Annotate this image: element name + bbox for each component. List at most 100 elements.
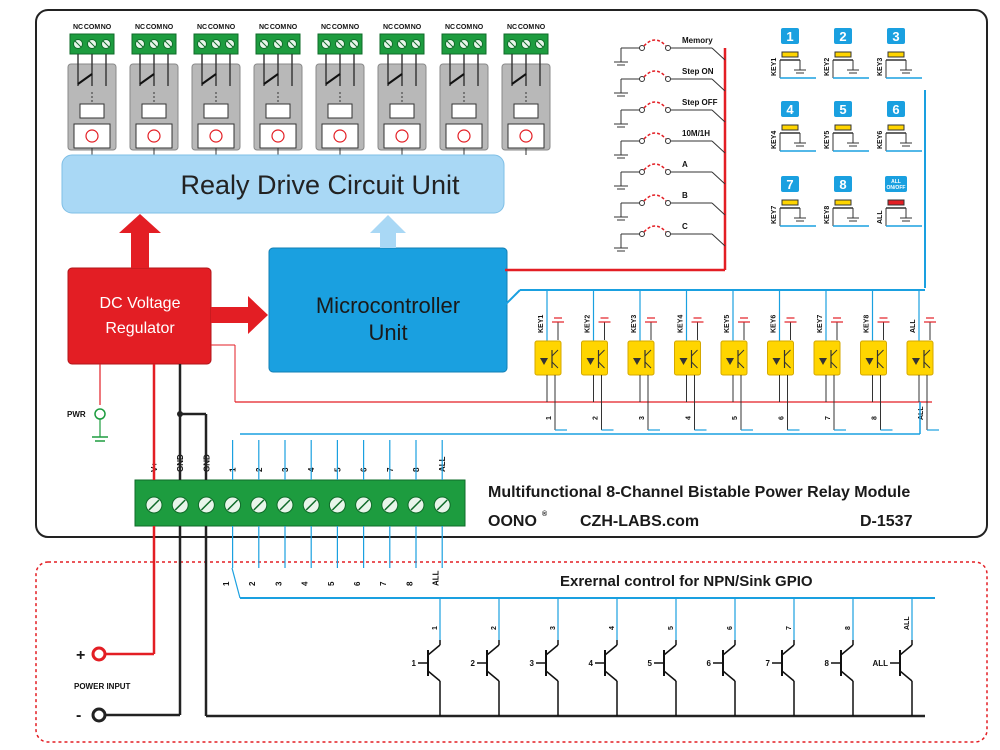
relay-pin-label: NO — [411, 24, 422, 31]
transistor-label: 7 — [766, 659, 771, 668]
relay-screw-slot — [288, 40, 296, 48]
terminal-screw-slot — [331, 499, 343, 511]
key-number-badge — [834, 176, 852, 192]
npn-transistor-icon — [545, 644, 559, 656]
opto-key-label: KEY8 — [864, 315, 871, 333]
transistor-label: ALL — [872, 659, 888, 668]
mode-switch-contact — [665, 76, 671, 82]
relay-coil — [203, 103, 229, 119]
push-button-icon — [887, 124, 905, 131]
external-wire-label: 3 — [274, 581, 283, 586]
npn-transistor-icon — [545, 670, 559, 682]
model-label: D-1537 — [860, 513, 913, 530]
transistor-collector-label: 1 — [432, 626, 439, 630]
opto-led-icon — [819, 358, 827, 365]
opto-key-label: KEY3 — [631, 315, 638, 333]
relay-screw-slot — [74, 40, 82, 48]
opto-led-icon — [540, 358, 548, 365]
mode-switch-jumper — [643, 225, 667, 233]
pwr-led-icon — [94, 408, 106, 420]
key-number: 1 — [786, 29, 793, 44]
npn-transistor-icon — [604, 644, 618, 656]
relay-pin-label: NC — [73, 24, 83, 31]
key-number-badge — [885, 176, 907, 192]
mode-switch-wire — [711, 78, 726, 92]
key-number-badge — [781, 176, 799, 192]
terminal-screw-slot — [200, 499, 212, 511]
relay-switch-contact — [201, 73, 217, 85]
key-label: KEY8 — [824, 206, 831, 224]
mode-switch-wire — [711, 202, 726, 216]
terminal-screw-slot — [410, 499, 422, 511]
relay-pin-label: COM — [146, 24, 163, 31]
npn-transistor-icon — [663, 644, 677, 656]
relay-switch-contact — [263, 73, 279, 85]
relay-screw-slot — [136, 40, 144, 48]
relay-pin-label: COM — [394, 24, 411, 31]
opto-channel-label: 5 — [732, 416, 739, 420]
mode-switch-contact — [665, 138, 671, 144]
key-number: 6 — [892, 102, 899, 117]
transistor-collector-label: 4 — [609, 626, 616, 630]
opto-transistor-icon — [784, 361, 791, 369]
relay-switch-contact — [325, 73, 341, 85]
terminal-screw-slot — [174, 499, 186, 511]
relay-screw-slot — [412, 40, 420, 48]
dc-regulator-box — [67, 267, 212, 365]
mode-switch-contact — [665, 169, 671, 175]
relay-led-icon — [519, 129, 533, 143]
key-number: 7 — [786, 177, 793, 192]
mode-switch-contact — [665, 107, 671, 113]
key-label: KEY4 — [771, 131, 778, 149]
opto-channel-label: 7 — [825, 416, 832, 420]
gnd-junction — [177, 411, 183, 417]
opto-led-icon — [586, 358, 595, 365]
key-label: KEY3 — [877, 58, 884, 76]
key-all-badge-1: ALL — [891, 179, 901, 185]
push-button-icon — [834, 51, 852, 58]
npn-transistor-icon — [722, 644, 736, 656]
opto-key-label: KEY7 — [817, 315, 824, 333]
opto-channel-label: 4 — [686, 416, 693, 420]
key-button-group: 1KEY12KEY23KEY34KEY45KEY56KEY67KEY78KEY8… — [504, 28, 926, 306]
mode-switch-contact — [665, 45, 671, 51]
opto-transistor-icon — [598, 361, 605, 369]
opto-channel-label: 1 — [546, 416, 553, 420]
opto-transistor-icon — [923, 349, 931, 357]
key-all-badge-2: ON/OFF — [887, 185, 906, 191]
opto-led-icon — [679, 358, 688, 365]
relay-coil — [451, 103, 477, 119]
opto-key-label: KEY4 — [678, 315, 685, 333]
relay-led-icon — [271, 129, 285, 143]
key-label: KEY7 — [771, 206, 778, 224]
relay-pin-label: NO — [349, 24, 360, 31]
push-button-icon — [834, 124, 852, 131]
dc-regulator-label-1: DC Voltage — [100, 295, 181, 312]
npn-transistor-icon — [486, 644, 500, 656]
opto-led-icon — [865, 358, 874, 365]
mode-switch-label: C — [682, 222, 688, 231]
relay-screw-slot — [164, 40, 172, 48]
opto-led-icon — [772, 358, 781, 365]
relay-pin-label: NC — [135, 24, 145, 31]
key-number: 8 — [839, 177, 846, 192]
relay-pin-label: NO — [535, 24, 546, 31]
opto-led-icon — [912, 358, 920, 365]
npn-transistor-icon — [604, 670, 618, 682]
mode-switch-label: 10M/1H — [682, 129, 710, 138]
relay-screw-slot — [102, 40, 110, 48]
mode-switch-label: Step OFF — [682, 98, 718, 107]
relay-screw-slot — [226, 40, 234, 48]
opto-channel-label: 8 — [872, 416, 879, 420]
transistor-label: 6 — [707, 659, 712, 668]
key-number-badge — [781, 101, 799, 117]
relay-coil — [327, 103, 353, 119]
relay-coil — [513, 103, 539, 119]
relay-led-icon — [457, 129, 471, 143]
opto-transistor-icon — [784, 349, 791, 357]
opto-transistor-icon — [551, 361, 559, 369]
external-control-title: Exrernal control for NPN/Sink GPIO — [560, 573, 813, 590]
external-wire-label: 4 — [301, 581, 310, 586]
mode-switch-wire — [711, 140, 726, 154]
